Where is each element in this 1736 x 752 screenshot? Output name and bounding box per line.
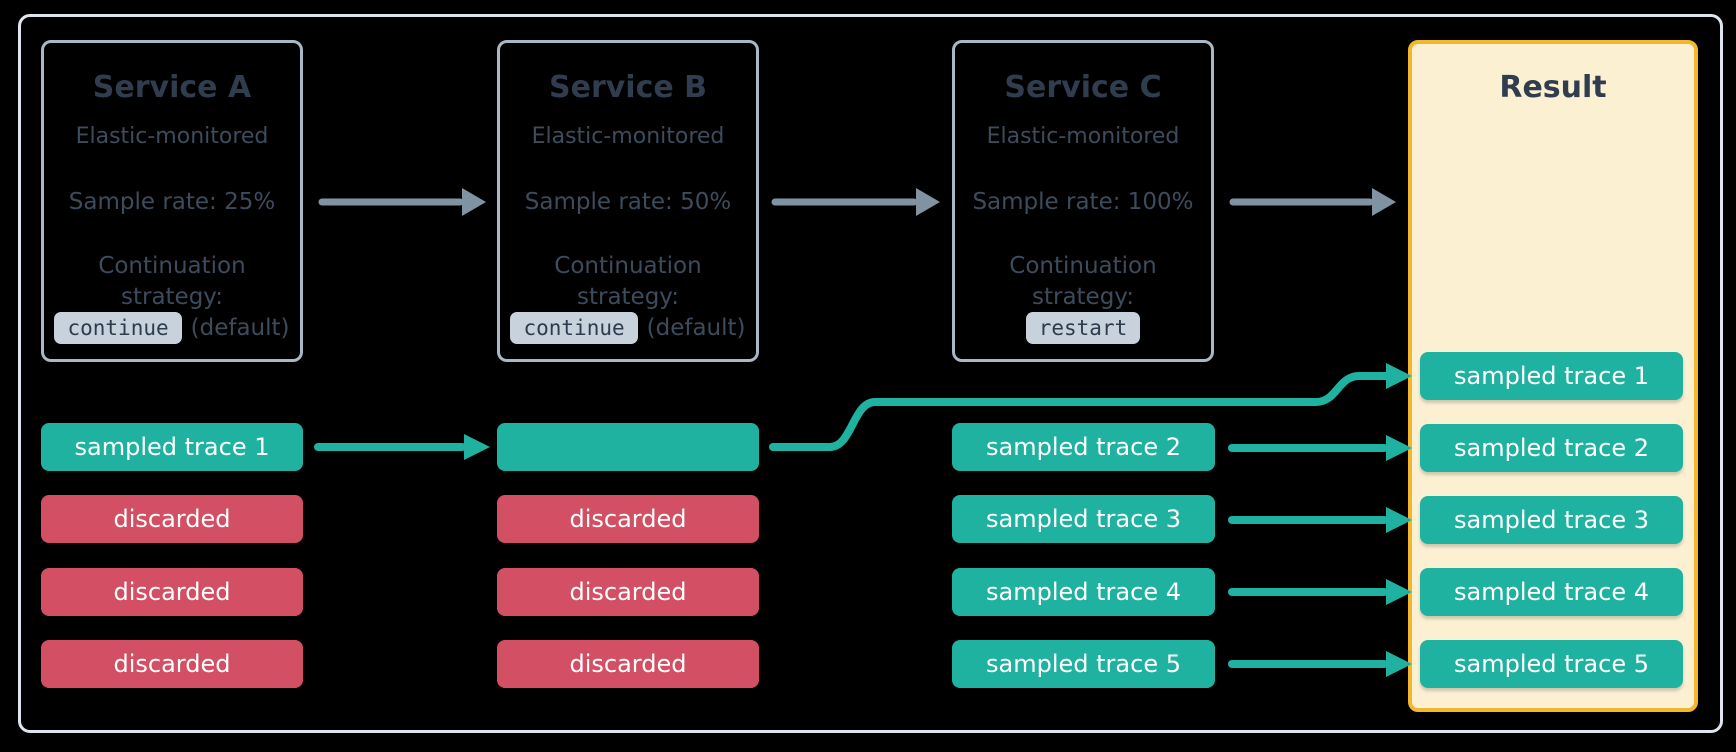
- result-pill-sampled-5: sampled trace 5: [1420, 640, 1683, 688]
- service-c-monitoring: Elastic-monitored: [986, 124, 1180, 149]
- trace-pill-b-discarded-3: discarded: [497, 640, 759, 688]
- result-title: Result: [1499, 70, 1607, 105]
- service-a-strategy-label: Continuation strategy:: [98, 253, 246, 310]
- result-pill-sampled-1: sampled trace 1: [1420, 352, 1683, 400]
- service-b-strategy-row: continue (default): [500, 312, 756, 344]
- result-pill-sampled-2: sampled trace 2: [1420, 424, 1683, 472]
- service-c-strategy-label: Continuation strategy:: [1009, 253, 1157, 310]
- service-c-strategy-row: restart: [955, 312, 1211, 344]
- trace-pill-c-sampled-4: sampled trace 4: [952, 568, 1215, 616]
- service-b-box: Service B Elastic-monitored Sample rate:…: [497, 40, 759, 362]
- trace-pill-c-sampled-3: sampled trace 3: [952, 495, 1215, 543]
- trace-pill-b-sampled-unlabeled: [497, 423, 759, 471]
- service-a-sample-rate: Sample rate: 25%: [68, 189, 276, 215]
- service-a-strategy-chip: continue: [54, 312, 182, 344]
- service-b-strategy-label: Continuation strategy:: [554, 253, 702, 310]
- service-a-box: Service A Elastic-monitored Sample rate:…: [41, 40, 303, 362]
- trace-pill-a-sampled-1: sampled trace 1: [41, 423, 303, 471]
- trace-pill-c-sampled-2: sampled trace 2: [952, 423, 1215, 471]
- service-a-title: Service A: [92, 70, 252, 105]
- trace-pill-c-sampled-5: sampled trace 5: [952, 640, 1215, 688]
- trace-pill-a-discarded-1: discarded: [41, 495, 303, 543]
- diagram-frame: [18, 14, 1723, 733]
- service-b-sample-rate: Sample rate: 50%: [524, 189, 732, 215]
- service-b-monitoring: Elastic-monitored: [531, 124, 725, 149]
- service-c-title: Service C: [1004, 70, 1162, 105]
- service-c-box: Service C Elastic-monitored Sample rate:…: [952, 40, 1214, 362]
- service-a-strategy-suffix: (default): [190, 315, 290, 341]
- trace-pill-a-discarded-2: discarded: [41, 568, 303, 616]
- service-b-strategy-chip: continue: [510, 312, 638, 344]
- trace-pill-b-discarded-2: discarded: [497, 568, 759, 616]
- service-b-title: Service B: [548, 70, 708, 105]
- service-c-strategy-chip: restart: [1025, 312, 1141, 344]
- service-a-strategy-row: continue (default): [44, 312, 300, 344]
- service-b-strategy-suffix: (default): [646, 315, 746, 341]
- service-a-monitoring: Elastic-monitored: [75, 124, 269, 149]
- trace-pill-a-discarded-3: discarded: [41, 640, 303, 688]
- result-pill-sampled-4: sampled trace 4: [1420, 568, 1683, 616]
- trace-pill-b-discarded-1: discarded: [497, 495, 759, 543]
- result-pill-sampled-3: sampled trace 3: [1420, 496, 1683, 544]
- service-c-sample-rate: Sample rate: 100%: [972, 189, 1194, 215]
